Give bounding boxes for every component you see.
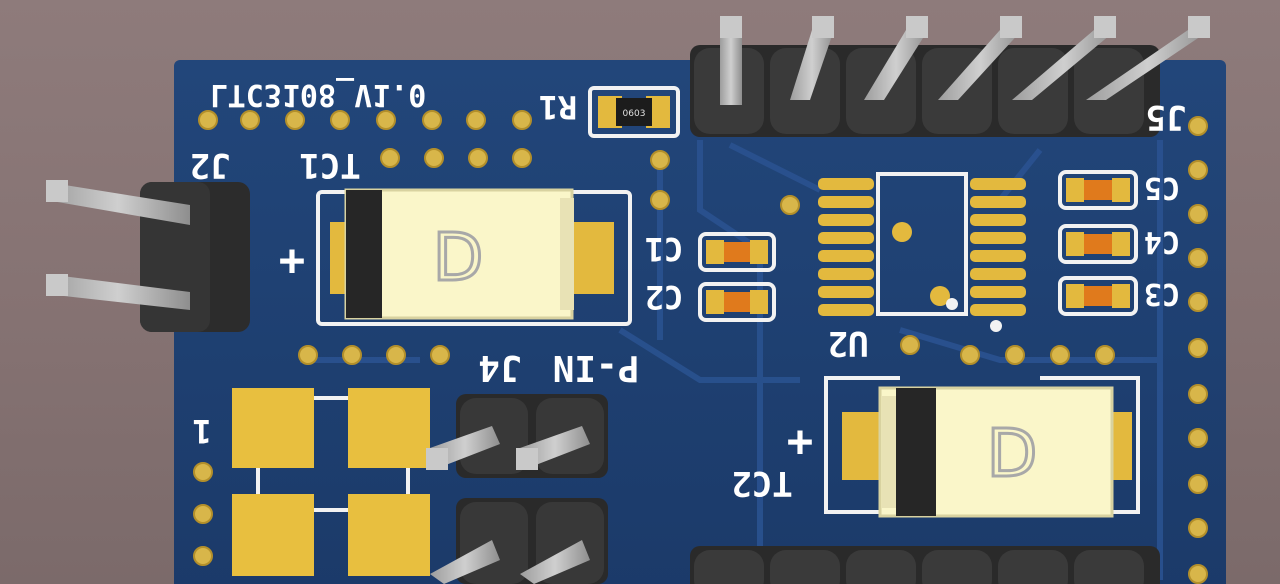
capacitor-tc1: D [330, 188, 614, 320]
r1-value: 0603 [623, 109, 646, 119]
label-c3: C3 [1144, 276, 1180, 311]
capacitor-c1 [698, 232, 776, 272]
label-one: 1 [192, 412, 211, 450]
header-j4 [426, 394, 608, 584]
label-j2: J2 [190, 145, 231, 185]
label-c4: C4 [1144, 224, 1180, 259]
label-r1: R1 [539, 88, 578, 126]
capacitor-c4 [1058, 224, 1138, 264]
label-tc2-plus: + [787, 416, 814, 467]
capacitor-c5 [1058, 170, 1138, 210]
label-c5: C5 [1144, 170, 1180, 205]
label-j4: J4 [478, 347, 521, 388]
tc2-marking: D [987, 415, 1038, 492]
header-bottom [690, 546, 1160, 584]
label-tc2: TC2 [731, 463, 792, 503]
label-p-in: P-IN [553, 347, 640, 388]
header-j2 [46, 180, 250, 332]
capacitor-tc2: D [824, 376, 1140, 518]
header-j5 [690, 16, 1210, 137]
tc1-marking: D [433, 219, 484, 296]
label-tc1: TC1 [299, 145, 360, 185]
capacitor-c3 [1058, 276, 1138, 316]
label-c2: C2 [645, 278, 684, 316]
pad-array [232, 388, 430, 576]
resistor-r1: 0603 [588, 86, 680, 138]
capacitor-c2 [698, 282, 776, 322]
label-tc1-plus: + [279, 235, 306, 286]
label-c1: C1 [645, 230, 684, 268]
label-u2: U2 [828, 323, 869, 363]
label-j5: J5 [1146, 97, 1187, 137]
via-row-top [193, 110, 1208, 584]
ic-u2 [818, 172, 1026, 332]
board-title: LTC3108_V1.0 [210, 77, 427, 112]
